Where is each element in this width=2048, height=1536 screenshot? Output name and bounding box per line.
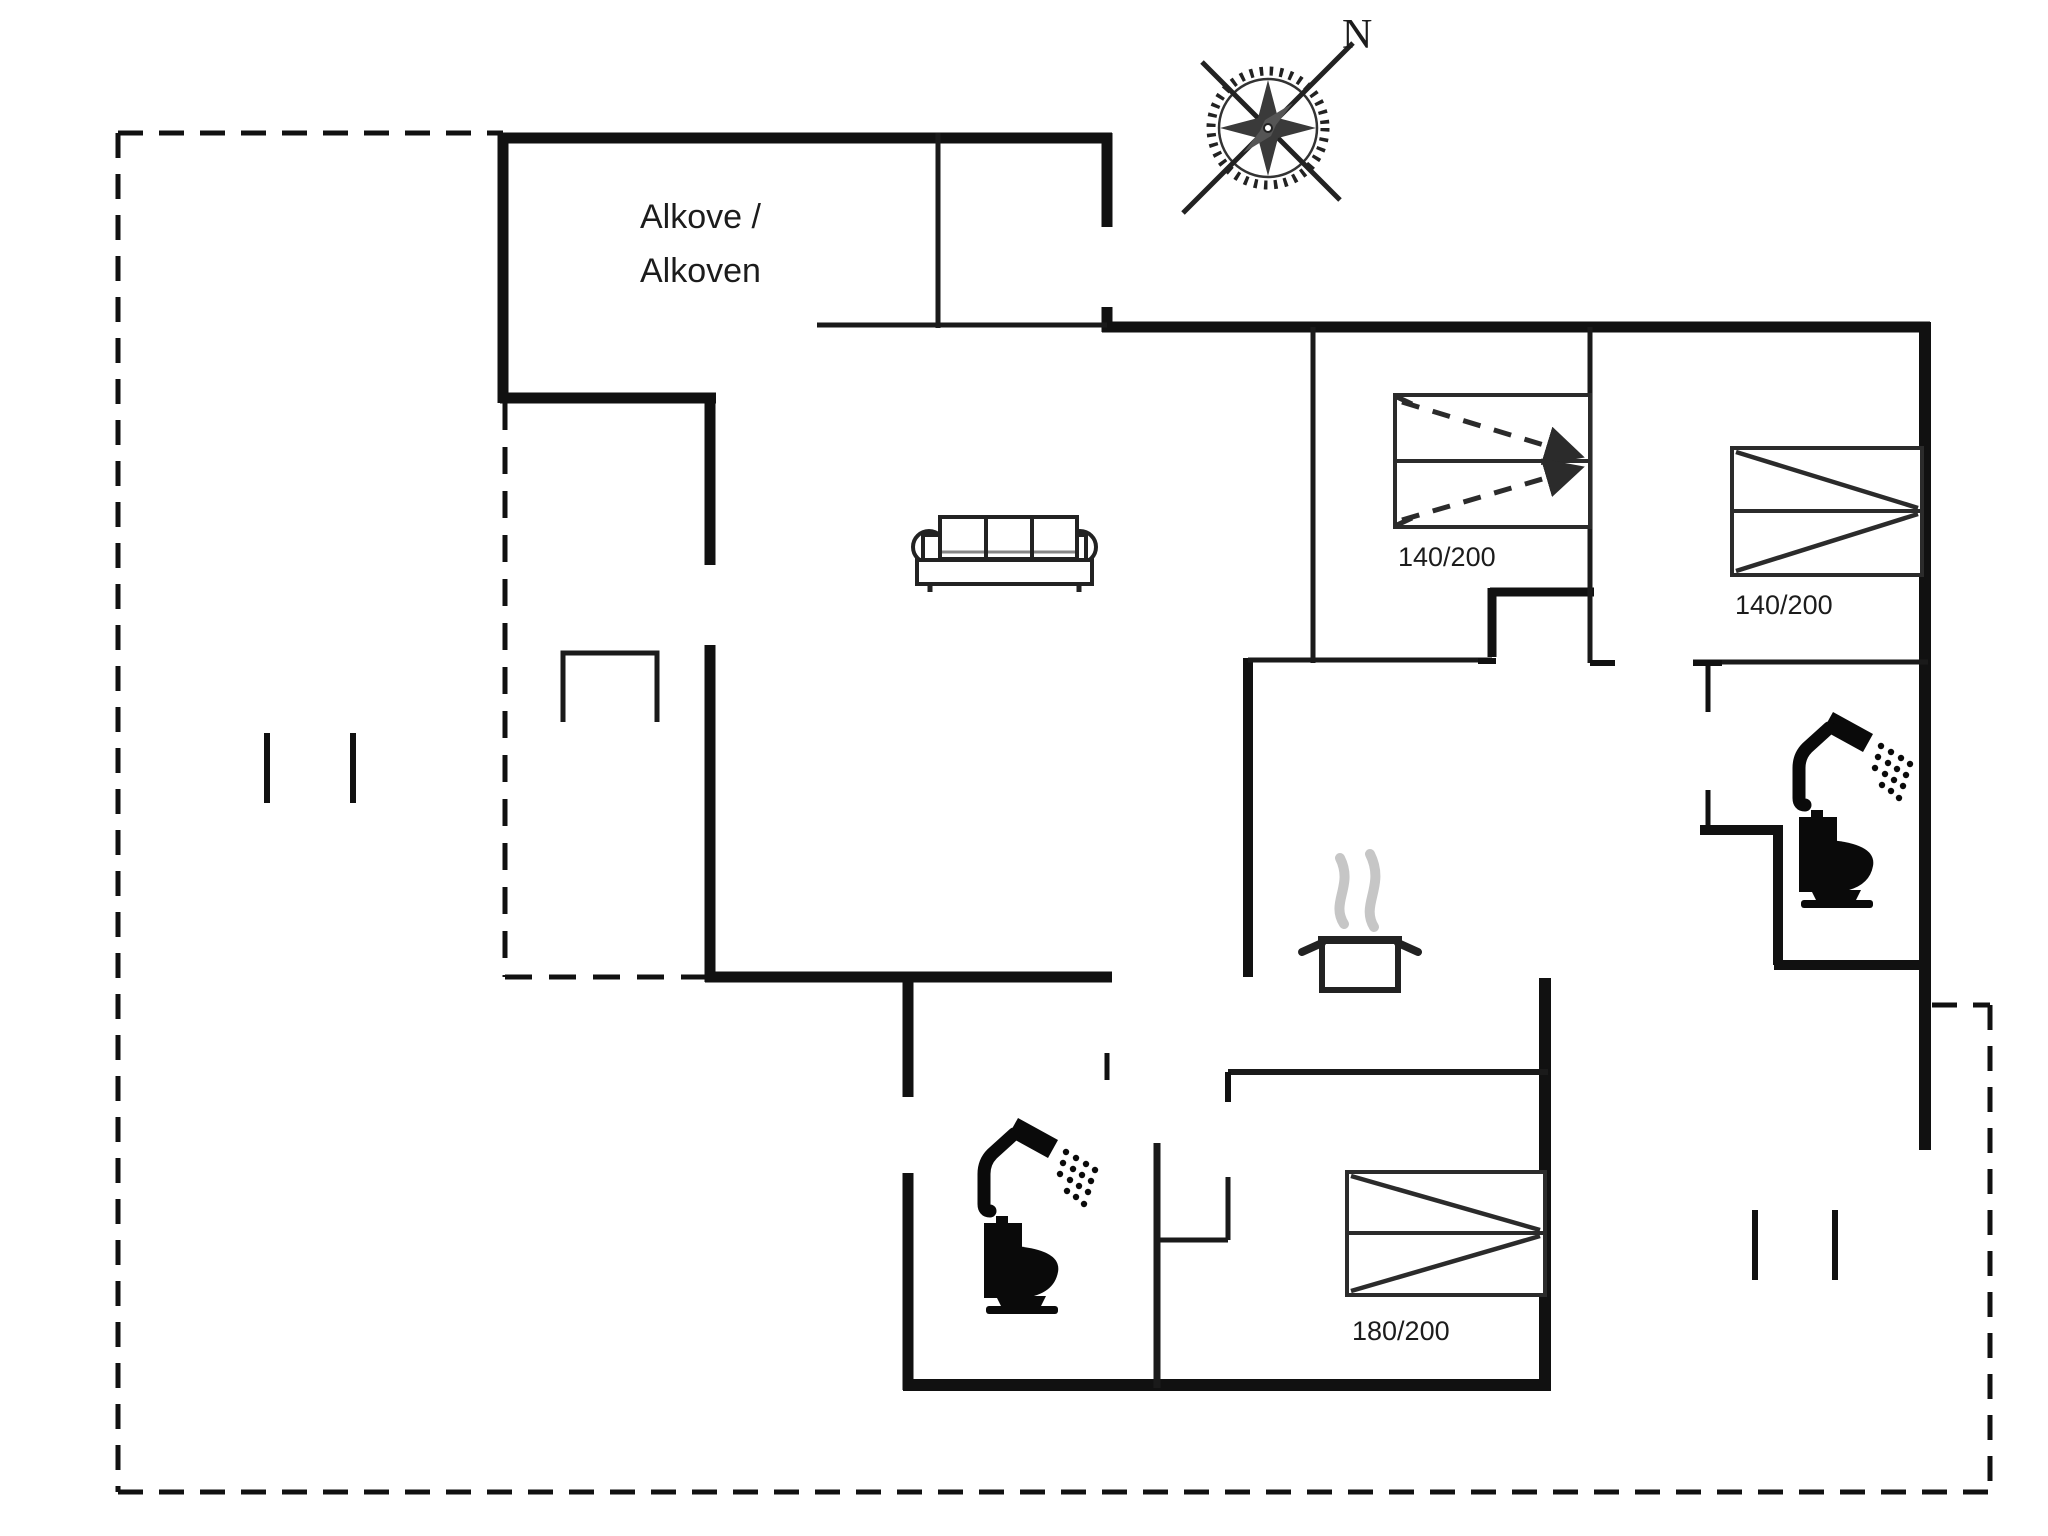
door-jambs [1104,658,1722,1102]
wardrobe-icon [560,650,660,722]
svg-text:Alkove /: Alkove / [640,198,761,236]
terrace-boundary [115,130,1993,1495]
steam-icon [1334,849,1381,932]
svg-text:Alkoven: Alkoven [640,252,761,290]
compass-rose-icon [1181,41,1355,215]
sofa-icon [911,515,1098,592]
north-label: N [1342,12,1372,58]
bed-top-right [1730,446,1924,577]
bed-top-middle [1393,393,1592,529]
bed-bottom [1345,1170,1547,1297]
alcove-label: Alkove / Alkoven [640,198,761,290]
bed-top-middle-size: 140/200 [1398,542,1496,572]
walls-thick [497,132,1931,1391]
cooking-pot-icon [1298,849,1422,993]
bathroom-bottom-icons [984,1118,1098,1314]
walls-thin [817,133,1928,1388]
terrace-inner-edge [502,403,708,980]
bathroom-top-right-icons [1799,712,1913,908]
terrace-opening-ticks [264,733,1838,1280]
bed-top-right-size: 140/200 [1735,590,1833,620]
bed-bottom-size: 180/200 [1352,1316,1450,1346]
